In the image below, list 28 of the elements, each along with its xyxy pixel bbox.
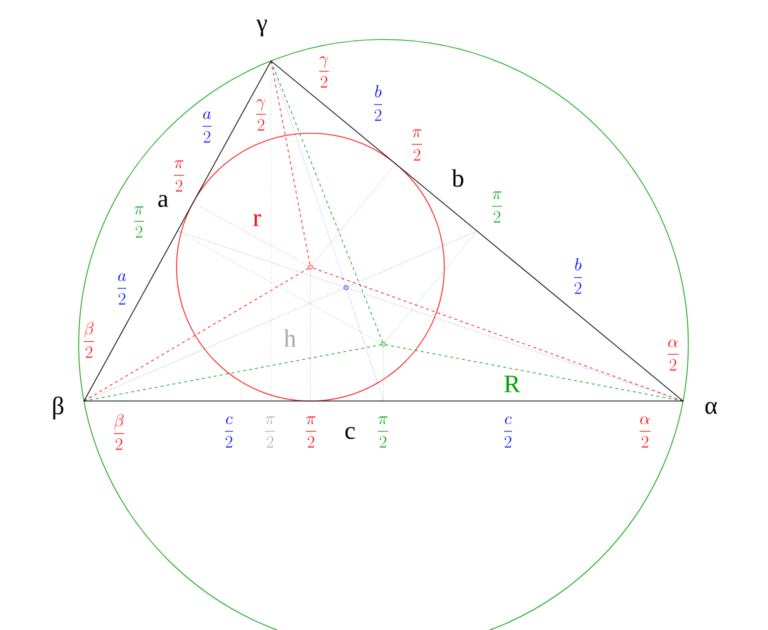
angle-label: $\frac{\beta}{2}$ [114, 414, 124, 450]
angle-label: $\frac{\beta}{2}$ [84, 322, 94, 358]
vertex-label: β [53, 396, 64, 420]
side-label: c [345, 427, 355, 440]
side-label: b [452, 169, 464, 187]
vertex-label: γ [256, 20, 267, 36]
half-side-label: $\frac{c}{2}$ [225, 416, 233, 448]
half-side-label: $\frac{b}{2}$ [574, 258, 582, 294]
angle-label: $\frac{\alpha}{2}$ [668, 339, 678, 370]
half-side-label: $\frac{a}{2}$ [118, 273, 126, 304]
vertex-label: α [705, 402, 717, 414]
right-angle-label: $\frac{\pi}{2}$ [378, 416, 388, 448]
right-angle-label: $\frac{\pi}{2}$ [492, 192, 502, 222]
half-side-label: $\frac{a}{2}$ [202, 111, 212, 142]
angle-label: $\frac{\alpha}{2}$ [640, 416, 650, 448]
angle-label: $\frac{\gamma}{2}$ [319, 56, 329, 88]
angle-label: $\frac{\gamma}{2}$ [256, 99, 266, 130]
half-side-label: $\frac{c}{2}$ [504, 416, 512, 448]
right-angle-label: $\frac{\pi}{2}$ [306, 416, 316, 448]
half-side-label: $\frac{b}{2}$ [374, 85, 382, 121]
right-angle-label: $\frac{\pi}{2}$ [174, 160, 184, 192]
side-label: a [158, 195, 168, 207]
inradius-label: r [253, 214, 261, 226]
height-label: h [284, 329, 296, 347]
right-angle-label: $\frac{\pi}{2}$ [412, 130, 422, 160]
right-angle-label: $\frac{\pi}{2}$ [134, 206, 144, 238]
right-angle-label: $\frac{\pi}{2}$ [264, 416, 276, 448]
circumradius-label: R [504, 376, 520, 392]
